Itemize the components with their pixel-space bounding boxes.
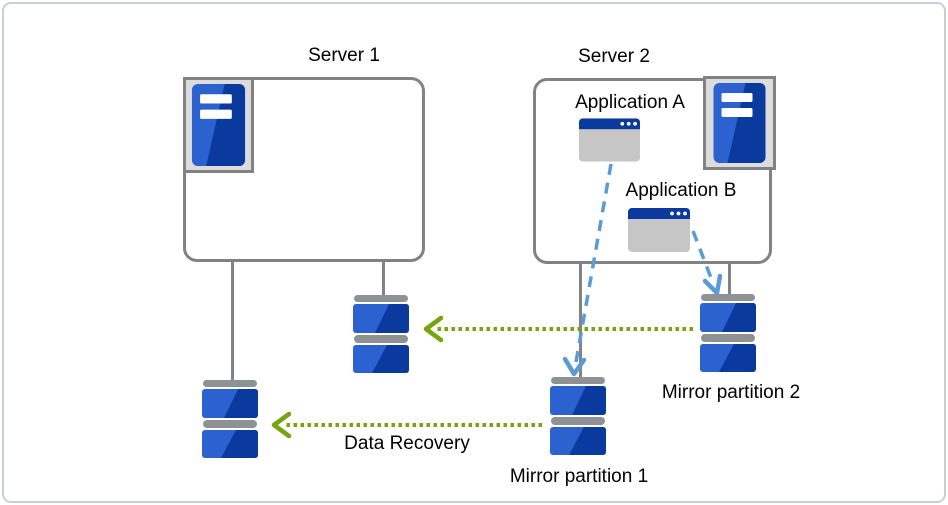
server1-icon-panel (183, 77, 254, 173)
server2-box (533, 78, 772, 264)
data-recovery-label: Data Recovery (344, 433, 470, 454)
server1-label: Server 1 (308, 45, 380, 66)
app-window-icon (579, 118, 640, 162)
server-tower-icon (191, 84, 246, 166)
app-window-icon (628, 208, 690, 252)
server2-icon-panel (703, 76, 776, 170)
disk-stack-icon (353, 295, 409, 373)
application-b-label: Application B (625, 180, 737, 201)
disk-stack-icon (202, 380, 258, 458)
disk-stack-icon (700, 294, 756, 372)
application-a-label: Application A (575, 92, 685, 113)
server1-left-disk-connector (231, 262, 234, 381)
mirror-partition-1-label: Mirror partition 1 (509, 466, 649, 487)
server2-mp1-connector (579, 264, 582, 378)
server1-right-disk-connector (382, 262, 385, 296)
server2-mp2-connector (728, 264, 731, 295)
mirror-partition-2-label: Mirror partition 2 (661, 382, 801, 403)
server-tower-icon (711, 83, 768, 163)
server2-label: Server 2 (578, 46, 650, 67)
disk-stack-icon (550, 377, 606, 455)
